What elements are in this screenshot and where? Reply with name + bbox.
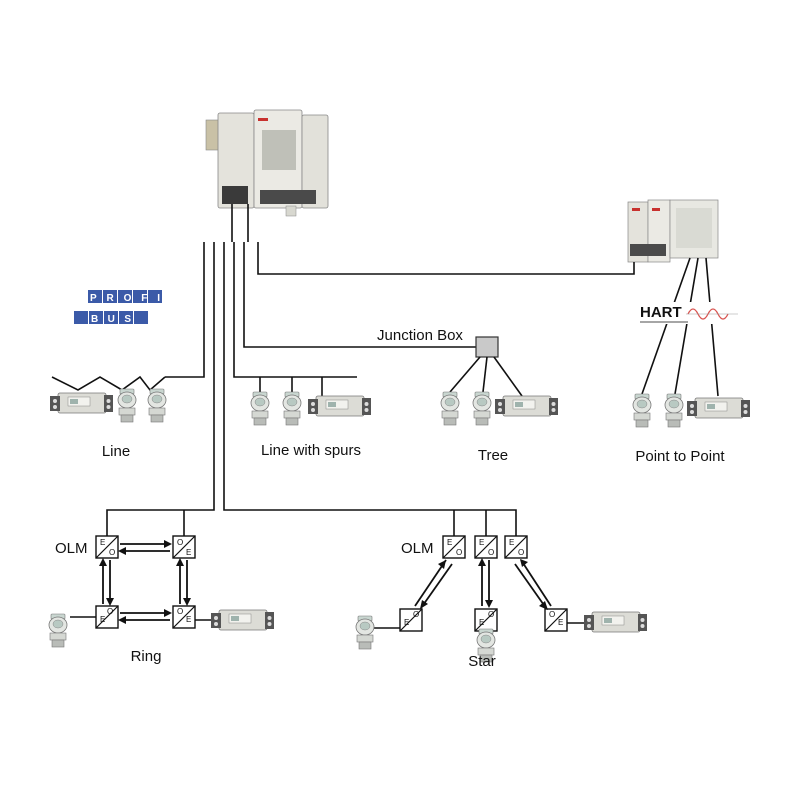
conv-letter: E (479, 538, 484, 547)
conv-letter: O (109, 548, 115, 557)
profibus-logo-line2: BUS (91, 314, 131, 325)
label-line: Line (102, 443, 130, 460)
conv-letter: O (518, 548, 524, 557)
conv-letter: E (100, 538, 105, 547)
hart-logo: HART (638, 302, 738, 324)
conv-letter: E (186, 548, 191, 557)
label-olm-star: OLM (401, 540, 434, 557)
profibus-logo-line1: PROFI (90, 293, 160, 304)
tree-devices (440, 391, 559, 426)
line-devices (49, 388, 167, 423)
label-olm-ring: OLM (55, 540, 88, 557)
main-controller-device (205, 109, 329, 217)
tree-branch-wires (449, 356, 523, 397)
star-arrows (372, 558, 588, 629)
conv-letter: O (107, 607, 113, 616)
conv-letter: E (509, 538, 514, 547)
line-with-spurs-devices (250, 391, 372, 426)
conv-letter: E (404, 618, 409, 627)
label-star: Star (468, 653, 496, 670)
ring-arrows (70, 540, 214, 624)
profibus-logo: PROFI BUS (74, 290, 162, 325)
point-to-point-devices (632, 393, 751, 428)
conv-letter: E (100, 615, 105, 624)
conv-letter: E (186, 615, 191, 624)
label-tree: Tree (478, 447, 508, 464)
conv-letter: O (488, 610, 494, 619)
conv-letter: E (447, 538, 452, 547)
label-line-with-spurs: Line with spurs (261, 442, 361, 459)
conv-letter: O (413, 610, 419, 619)
ring-devices (48, 609, 275, 648)
label-ring: Ring (131, 648, 162, 665)
conv-letter: O (549, 610, 555, 619)
conv-letter: O (177, 538, 183, 547)
label-junction-box: Junction Box (377, 327, 463, 344)
conv-letter: E (479, 618, 484, 627)
fieldbus-wires (51, 204, 635, 536)
label-point-to-point: Point to Point (635, 448, 725, 465)
conv-letter: O (488, 548, 494, 557)
point-to-point-wires (641, 257, 719, 397)
ring-olm-group: E O O E E O O E (95, 535, 196, 629)
junction-box (475, 336, 499, 358)
conv-letter: O (456, 548, 462, 557)
star-olm-group: E O E O E O E O E O O E (399, 535, 568, 632)
conv-letter: O (177, 607, 183, 616)
conv-letter: E (558, 618, 563, 627)
hart-logo-text: HART (640, 304, 682, 321)
remote-io-device (627, 199, 719, 263)
